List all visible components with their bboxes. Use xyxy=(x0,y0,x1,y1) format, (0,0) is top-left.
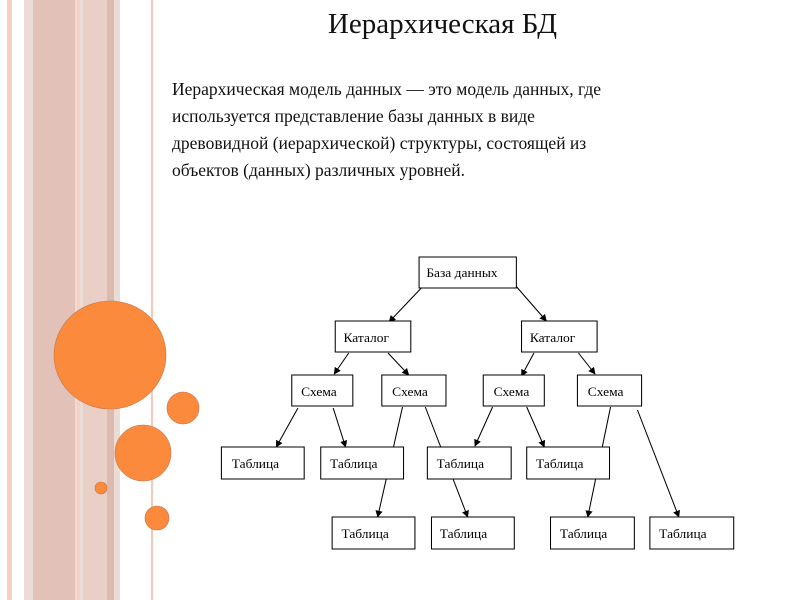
node-table: Таблица xyxy=(649,516,735,550)
node-label: Таблица xyxy=(330,456,378,471)
decor-stripe xyxy=(151,0,153,600)
decor-circles xyxy=(53,300,200,531)
node-label: Таблица xyxy=(232,456,280,471)
paragraph-line: используется представление базы данных в… xyxy=(172,106,535,126)
arrow xyxy=(526,406,546,448)
node-label: Схема xyxy=(588,384,624,399)
decor-stripe xyxy=(77,0,80,600)
decor-band-dark xyxy=(33,0,75,600)
arrow xyxy=(275,407,299,448)
arrow xyxy=(474,406,494,447)
node-label: База данных xyxy=(426,265,498,280)
decor-stripe xyxy=(107,0,114,600)
arrow xyxy=(333,352,350,375)
node-label: Таблица xyxy=(659,526,707,541)
node-label: Таблица xyxy=(440,526,488,541)
arrow xyxy=(387,352,410,376)
node-label: Схема xyxy=(392,384,428,399)
arrow xyxy=(636,409,680,518)
node-schema: Схема xyxy=(576,374,643,407)
decor-stripe xyxy=(7,0,12,600)
paragraph-line: древовидной (иерархической) структуры, с… xyxy=(172,133,587,153)
node-schema: Схема xyxy=(291,374,354,407)
paragraph-line: объектов (данных) различных уровней. xyxy=(172,160,466,180)
arrow xyxy=(521,352,535,377)
node-label: Каталог xyxy=(530,330,576,345)
slide-paragraph: Иерархическая модель данных — это модель… xyxy=(172,76,742,184)
node-table: Таблица xyxy=(331,516,416,550)
arrow xyxy=(388,285,424,323)
node-schema: Схема xyxy=(381,374,447,407)
node-table: Таблица xyxy=(426,446,512,480)
arrow xyxy=(512,282,547,322)
paragraph-line: Иерархическая модель данных — это модель… xyxy=(172,79,601,99)
node-table: Таблица xyxy=(526,446,611,480)
decor-circle xyxy=(166,391,200,425)
node-table: Таблица xyxy=(320,446,405,480)
node-root: База данных xyxy=(418,256,517,289)
node-label: Таблица xyxy=(437,456,485,471)
arrow xyxy=(332,407,348,448)
node-label: Таблица xyxy=(536,456,584,471)
node-catalog: Каталог xyxy=(334,320,412,353)
node-table: Таблица xyxy=(549,516,635,550)
node-label: Таблица xyxy=(341,526,389,541)
node-label: Таблица xyxy=(560,526,608,541)
node-catalog: Каталог xyxy=(521,320,598,353)
node-table: Таблица xyxy=(430,516,515,550)
decor-stripe xyxy=(83,0,107,600)
node-table: Таблица xyxy=(220,446,305,480)
decor-circle-large xyxy=(53,300,167,410)
node-label: Схема xyxy=(301,384,337,399)
hierarchy-diagram: База данных Каталог Каталог Схема Схема … xyxy=(220,256,735,550)
arrow xyxy=(578,352,596,375)
decor-circle xyxy=(144,505,170,531)
decor-circle xyxy=(114,424,172,482)
slide-title: Иерархическая БД xyxy=(327,8,558,40)
decor-circle xyxy=(94,481,108,495)
node-label: Каталог xyxy=(344,330,390,345)
node-label: Схема xyxy=(494,384,530,399)
node-schema: Схема xyxy=(482,374,545,407)
